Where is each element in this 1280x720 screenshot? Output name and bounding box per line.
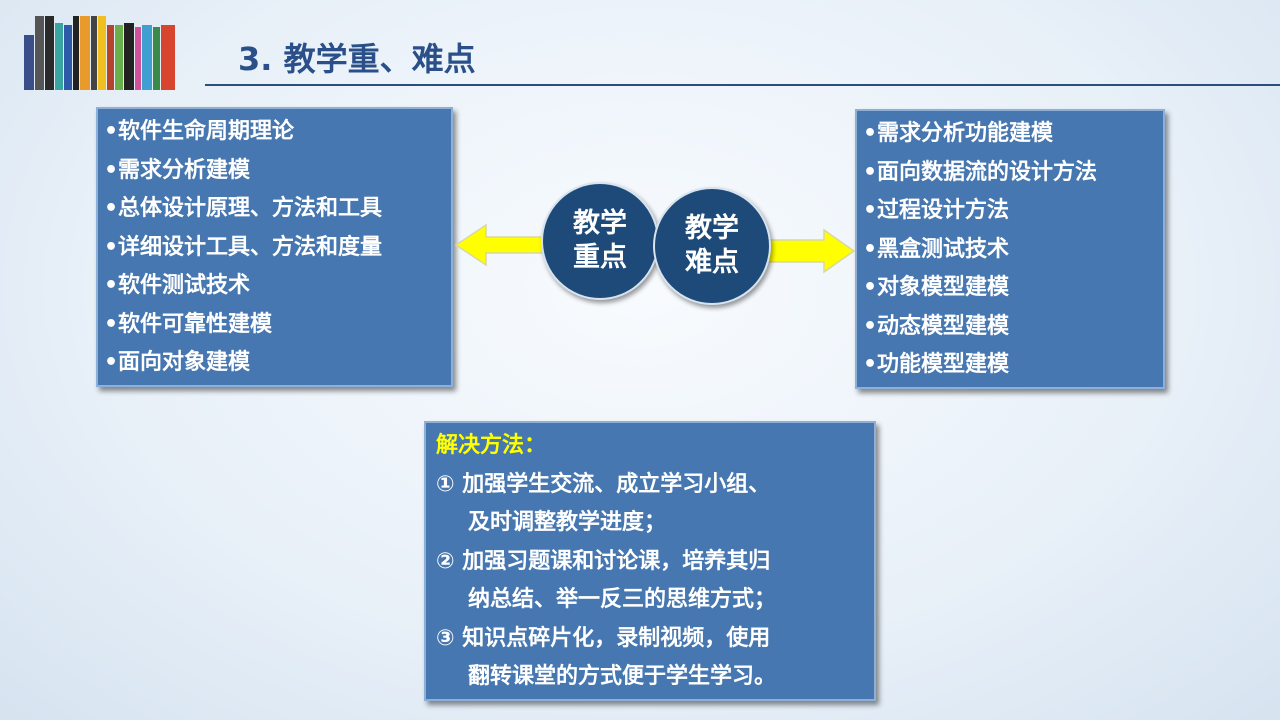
circle-text: 教学 bbox=[685, 213, 739, 244]
left-arrow-icon bbox=[454, 223, 549, 267]
list-item: •软件生命周期理论 bbox=[104, 119, 295, 144]
list-item: •黑盒测试技术 bbox=[863, 236, 1010, 262]
difficult-points-box: •需求分析功能建模 •面向数据流的设计方法 •过程设计方法 •黑盒测试技术 •对… bbox=[855, 109, 1165, 389]
solution-line: ① 加强学生交流、成立学习小组、 bbox=[436, 471, 771, 497]
title-underline bbox=[205, 84, 1280, 86]
difficult-points-circle: 教学 难点 bbox=[653, 187, 771, 305]
key-points-circle: 教学 重点 bbox=[541, 182, 659, 300]
list-item: •面向数据流的设计方法 bbox=[863, 159, 1098, 185]
list-item: •过程设计方法 bbox=[863, 198, 1010, 223]
list-item: •功能模型建模 bbox=[863, 352, 1010, 377]
solution-line: 翻转课堂的方式便于学生学习。 bbox=[468, 664, 777, 689]
list-item: •面向对象建模 bbox=[104, 350, 251, 375]
solution-line: 纳总结、举一反三的思维方式； bbox=[468, 587, 777, 612]
list-item: •动态模型建模 bbox=[863, 313, 1010, 339]
list-item: •需求分析功能建模 bbox=[863, 121, 1054, 146]
list-item: •详细设计工具、方法和度量 bbox=[104, 234, 383, 260]
solution-line: ③ 知识点碎片化，录制视频，使用 bbox=[436, 625, 771, 651]
list-item: •总体设计原理、方法和工具 bbox=[104, 196, 383, 221]
circle-text: 教学 bbox=[573, 208, 627, 239]
key-points-box: •软件生命周期理论 •需求分析建模 •总体设计原理、方法和工具 •详细设计工具、… bbox=[96, 107, 453, 387]
page-title: 3. 教学重、难点 bbox=[238, 40, 476, 78]
list-item: •对象模型建模 bbox=[863, 275, 1010, 300]
circle-text: 重点 bbox=[573, 242, 627, 273]
list-item: •软件测试技术 bbox=[104, 273, 251, 298]
list-item: •软件可靠性建模 bbox=[104, 311, 273, 337]
solution-line: 及时调整教学进度； bbox=[468, 510, 667, 535]
right-arrow-icon bbox=[765, 228, 856, 274]
solutions-heading: 解决方法： bbox=[436, 433, 547, 458]
list-item: •需求分析建模 bbox=[104, 157, 251, 183]
solution-line: ② 加强习题课和讨论课，培养其归 bbox=[436, 548, 771, 574]
circle-text: 难点 bbox=[685, 247, 739, 278]
books-image bbox=[24, 16, 196, 90]
solutions-box: 解决方法： ① 加强学生交流、成立学习小组、 及时调整教学进度； ② 加强习题课… bbox=[424, 421, 876, 701]
